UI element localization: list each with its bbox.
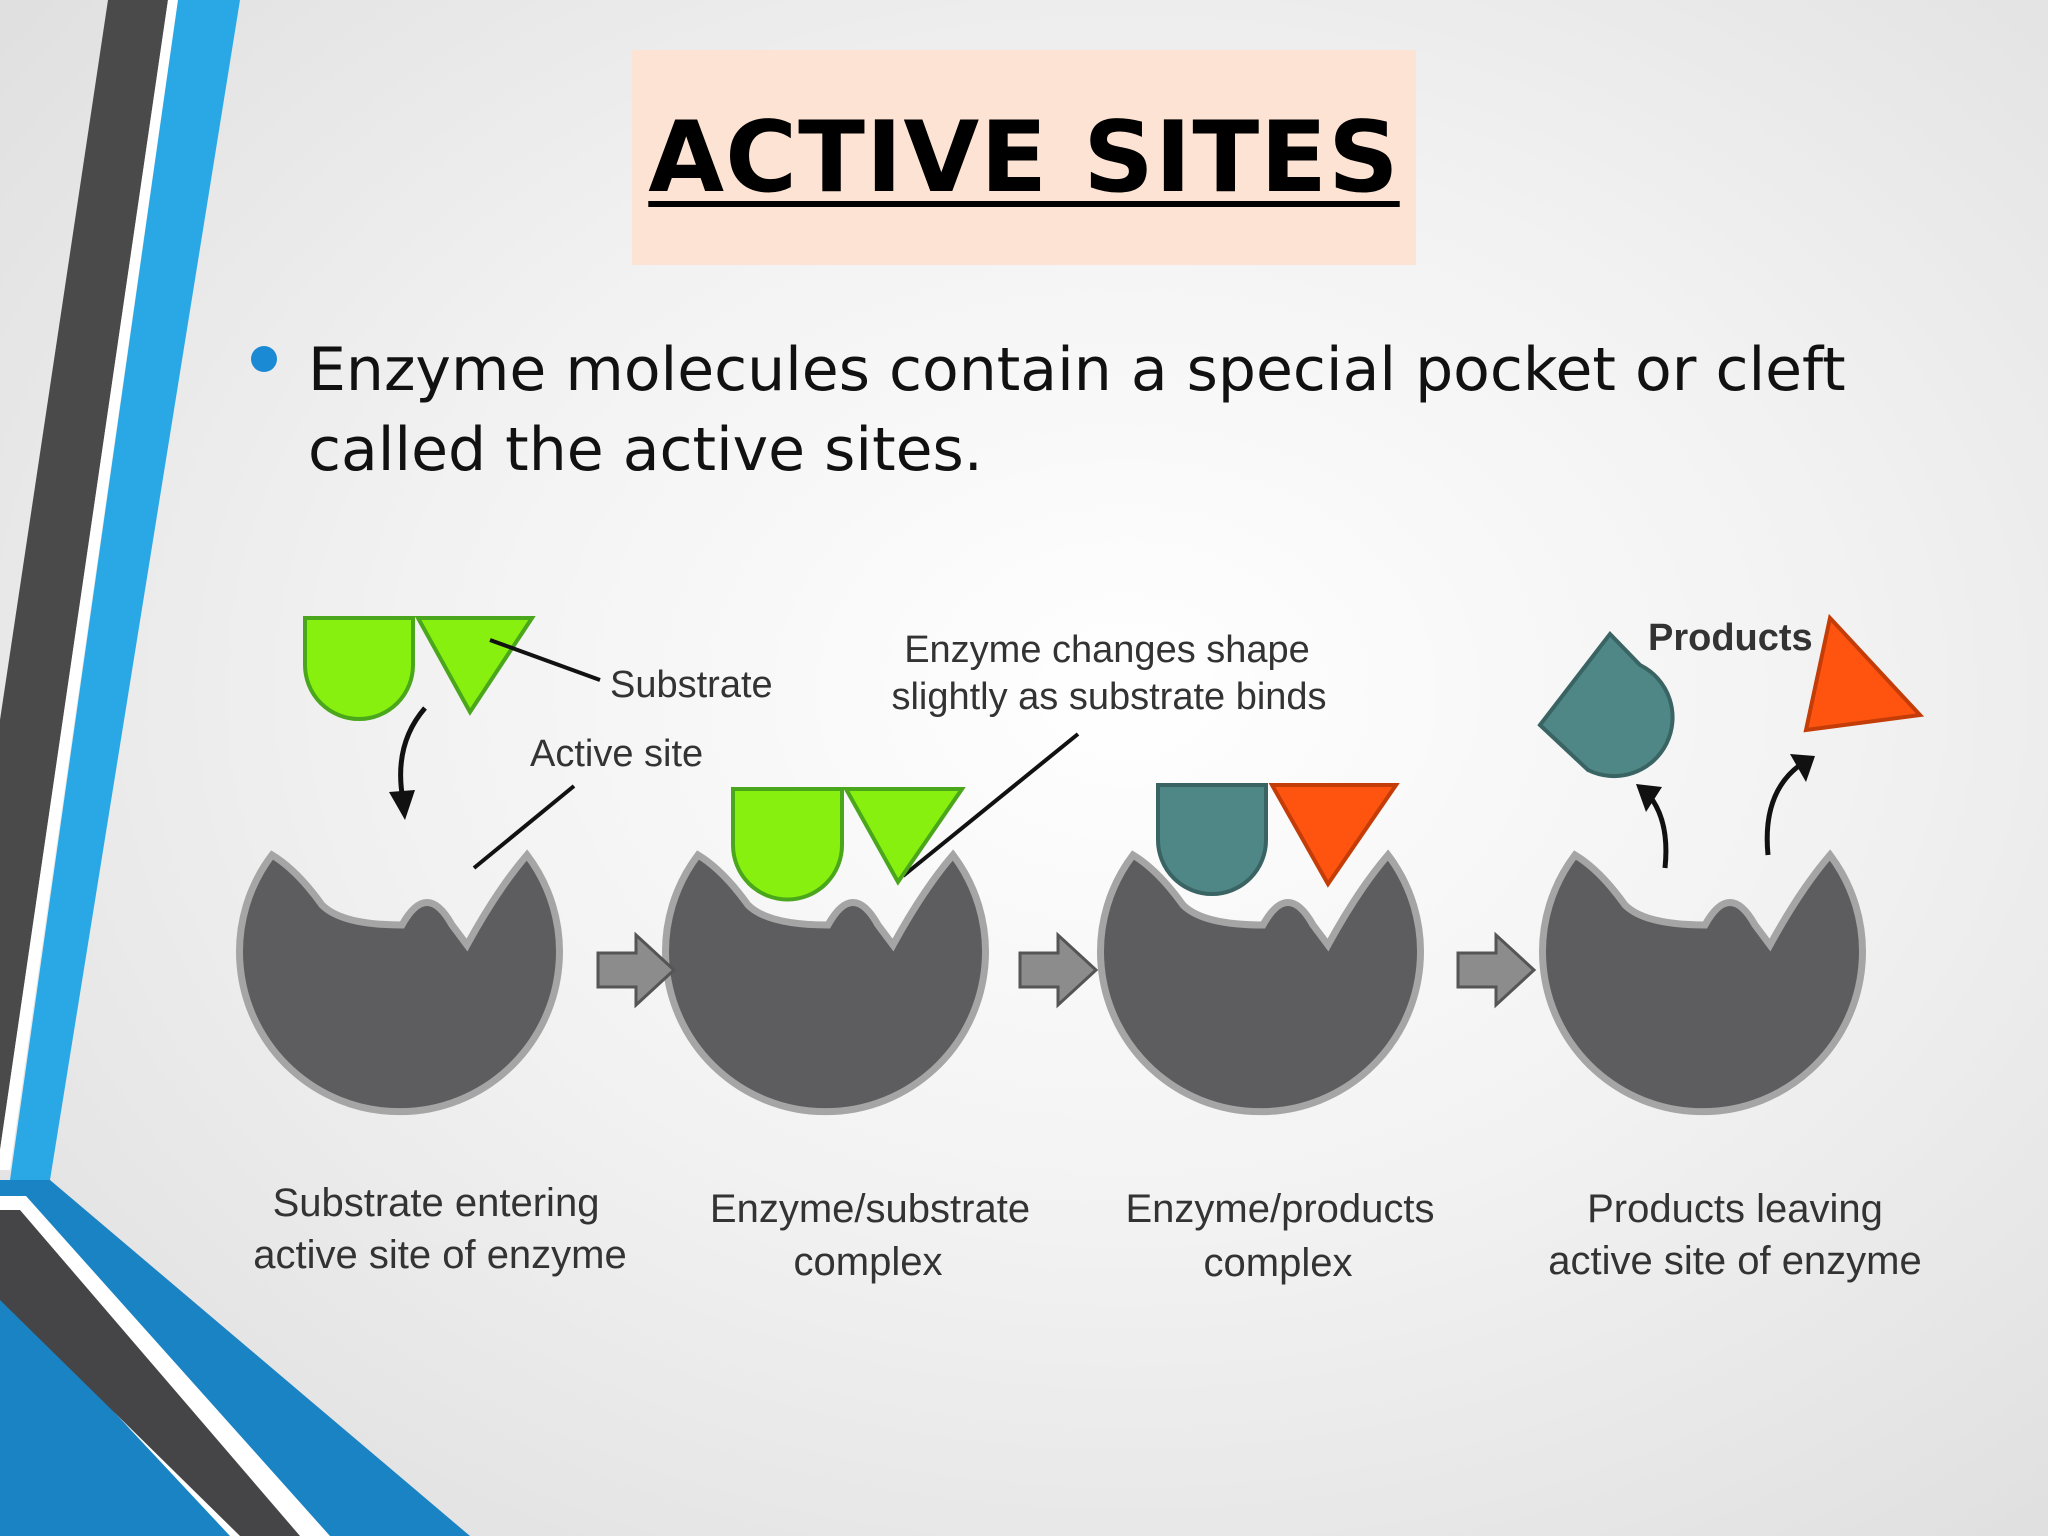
bound-product-triangle	[1268, 783, 1400, 888]
blue-diagonal-stripe	[10, 0, 240, 1180]
bottom-blue-wedge	[0, 1180, 470, 1536]
enzyme-stage-2	[666, 855, 986, 1112]
product-leaving-arrow-1	[1646, 792, 1669, 869]
stage-4-caption-line1: Products leaving	[1587, 1187, 1883, 1231]
active-site-leader-line	[472, 784, 576, 870]
substrate-entering-arrow	[398, 706, 427, 801]
substrate-bound	[731, 787, 966, 902]
stage-3-caption-line1: Enzyme/products	[1125, 1187, 1434, 1231]
products-label: Products	[1648, 617, 1813, 659]
white-divider-stripe	[0, 0, 178, 1170]
substrate-label: Substrate	[610, 664, 773, 706]
enzyme-stage-3	[1101, 855, 1421, 1112]
shape-change-label-line2: slightly as substrate binds	[891, 676, 1326, 718]
substrate-round-piece	[303, 616, 415, 721]
substrate-entering-arrowhead	[389, 790, 415, 820]
process-arrow-1	[596, 931, 677, 1009]
stage-2-caption-line2: complex	[794, 1240, 943, 1284]
bottom-dark-stripe	[0, 1210, 300, 1536]
products-free	[1537, 613, 1925, 779]
enzyme-stage-1	[240, 855, 560, 1112]
bound-substrate-triangle	[842, 787, 966, 886]
shape-change-leader-line	[901, 732, 1080, 878]
stage-1-caption-line2: active site of enzyme	[253, 1233, 627, 1277]
process-arrow-3	[1456, 931, 1537, 1009]
stage-3-caption-line2: complex	[1204, 1241, 1353, 1285]
product-leaving-arrowhead-2	[1790, 754, 1815, 782]
substrate-leader-line	[489, 638, 601, 682]
bullet-text: Enzyme molecules contain a special pocke…	[308, 335, 1846, 485]
substrate-triangle-piece	[414, 616, 536, 716]
shape-change-label-line1: Enzyme changes shape	[904, 629, 1310, 671]
slide-title: ACTIVE SITES	[648, 100, 1400, 215]
free-product-triangle	[1803, 613, 1925, 733]
stage-2-caption-line1: Enzyme/substrate	[710, 1187, 1030, 1231]
enzyme-stage-4	[1543, 855, 1863, 1112]
product-leaving-arrowhead-1	[1636, 784, 1662, 812]
products-bound	[1156, 783, 1400, 896]
substrate-free	[303, 616, 536, 721]
title-box: ACTIVE SITES	[632, 50, 1416, 265]
process-arrows	[596, 931, 1537, 1009]
process-arrow-2	[1018, 931, 1099, 1009]
bullet-dot	[251, 346, 277, 372]
product-leaving-arrow-2	[1764, 762, 1802, 856]
stage-4-caption-line2: active site of enzyme	[1548, 1239, 1922, 1283]
bottom-white-stripe	[0, 1196, 330, 1536]
bound-product-round	[1156, 783, 1268, 896]
bound-substrate-round	[731, 787, 844, 902]
active-site-label: Active site	[530, 733, 703, 775]
free-product-round	[1537, 630, 1675, 779]
stage-1-caption-line1: Substrate entering	[273, 1181, 600, 1225]
